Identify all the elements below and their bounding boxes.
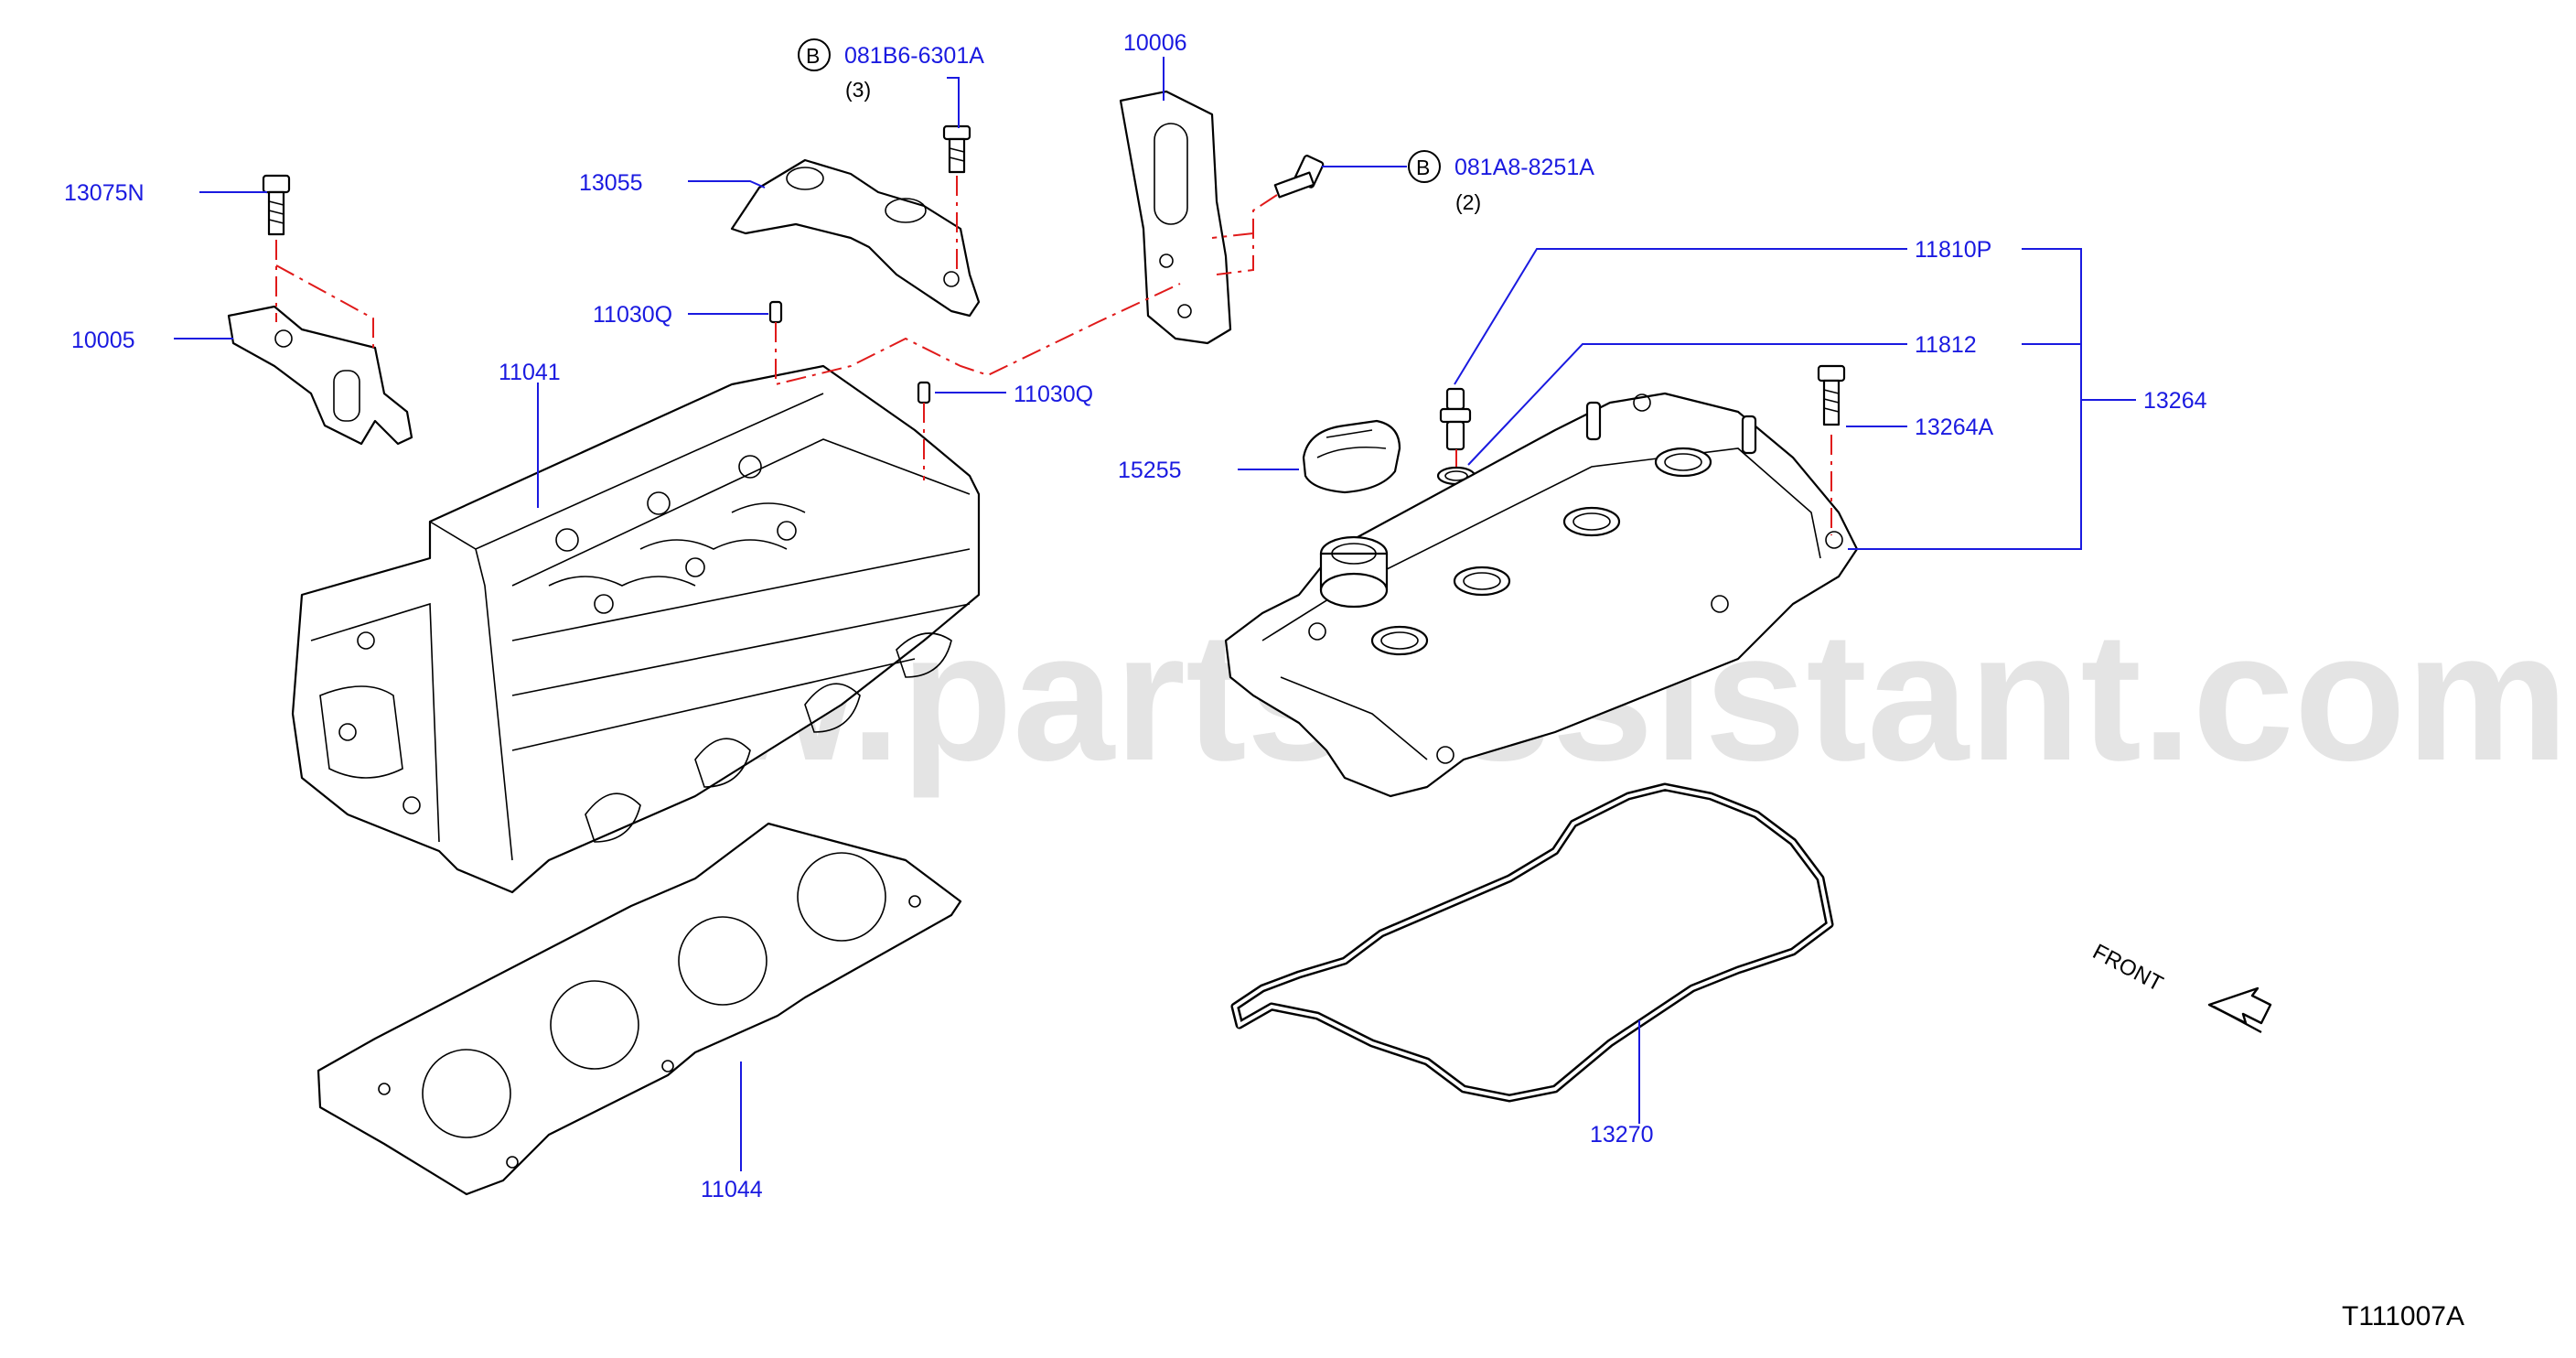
bolt-081B6-drawing xyxy=(942,124,971,174)
part-label-13264A[interactable]: 13264A xyxy=(1915,415,1994,440)
front-arrow-icon xyxy=(2207,986,2272,1025)
bracket-10006-drawing xyxy=(1119,90,1232,345)
part-label-11810P[interactable]: 11810P xyxy=(1915,237,1991,263)
bolt-symbol-b-text: B xyxy=(806,44,820,68)
bolt-13075N-drawing xyxy=(262,174,291,236)
bolt-callout-081B6: B xyxy=(798,38,831,71)
assembly-lines xyxy=(275,176,1832,535)
bolt-symbol-b-icon-2 xyxy=(1408,150,1441,183)
dowel-pin-11030Q-a-drawing xyxy=(768,300,783,324)
cylinder-head-11041-drawing xyxy=(291,364,981,894)
part-label-081A8-8251A[interactable]: 081A8-8251A xyxy=(1454,155,1594,180)
part-label-081B6-6301A[interactable]: 081B6-6301A xyxy=(844,43,984,69)
part-label-10006[interactable]: 10006 xyxy=(1123,30,1187,56)
bolt-symbol-b-icon xyxy=(798,38,831,71)
part-label-11030Q-b[interactable]: 11030Q xyxy=(1014,382,1093,407)
pcv-valve-11810P-drawing xyxy=(1439,387,1472,451)
part-label-15255[interactable]: 15255 xyxy=(1118,458,1182,483)
part-label-13270[interactable]: 13270 xyxy=(1590,1122,1654,1148)
oil-filler-cap-15255-drawing xyxy=(1302,419,1401,494)
diagram-code: T111007A xyxy=(2342,1301,2464,1331)
bolt-13264A-drawing xyxy=(1817,364,1846,426)
bolt-081A8-drawing xyxy=(1273,155,1325,199)
front-direction-indicator: FRONT xyxy=(2088,939,2272,1034)
leader-lines xyxy=(174,57,2136,1171)
quantity-081A8-8251A: (2) xyxy=(1455,190,1481,214)
head-gasket-11044-drawing xyxy=(317,822,962,1196)
part-label-13055[interactable]: 13055 xyxy=(579,170,643,196)
rocker-cover-13264-drawing xyxy=(1224,392,1859,798)
part-label-13075N[interactable]: 13075N xyxy=(64,180,145,206)
front-label: FRONT xyxy=(2088,939,2167,997)
dowel-pin-11030Q-b-drawing xyxy=(917,381,931,404)
bolt-symbol-b-text-2: B xyxy=(1416,156,1430,179)
part-label-11812[interactable]: 11812 xyxy=(1915,332,1977,358)
quantity-081B6-6301A: (3) xyxy=(845,78,871,102)
bracket-13055-drawing xyxy=(730,158,981,318)
part-label-11044[interactable]: 11044 xyxy=(701,1177,763,1202)
front-arrow-shaft xyxy=(2213,1005,2262,1034)
bolt-callout-081A8: B xyxy=(1408,150,1441,183)
part-label-13264[interactable]: 13264 xyxy=(2143,388,2207,414)
bracket-10005-drawing xyxy=(227,305,413,446)
part-label-10005[interactable]: 10005 xyxy=(71,328,135,353)
part-label-11041[interactable]: 11041 xyxy=(499,360,561,385)
rocker-cover-gasket-13270-drawing xyxy=(1230,782,1834,1103)
part-label-11030Q-a[interactable]: 11030Q xyxy=(593,302,672,328)
